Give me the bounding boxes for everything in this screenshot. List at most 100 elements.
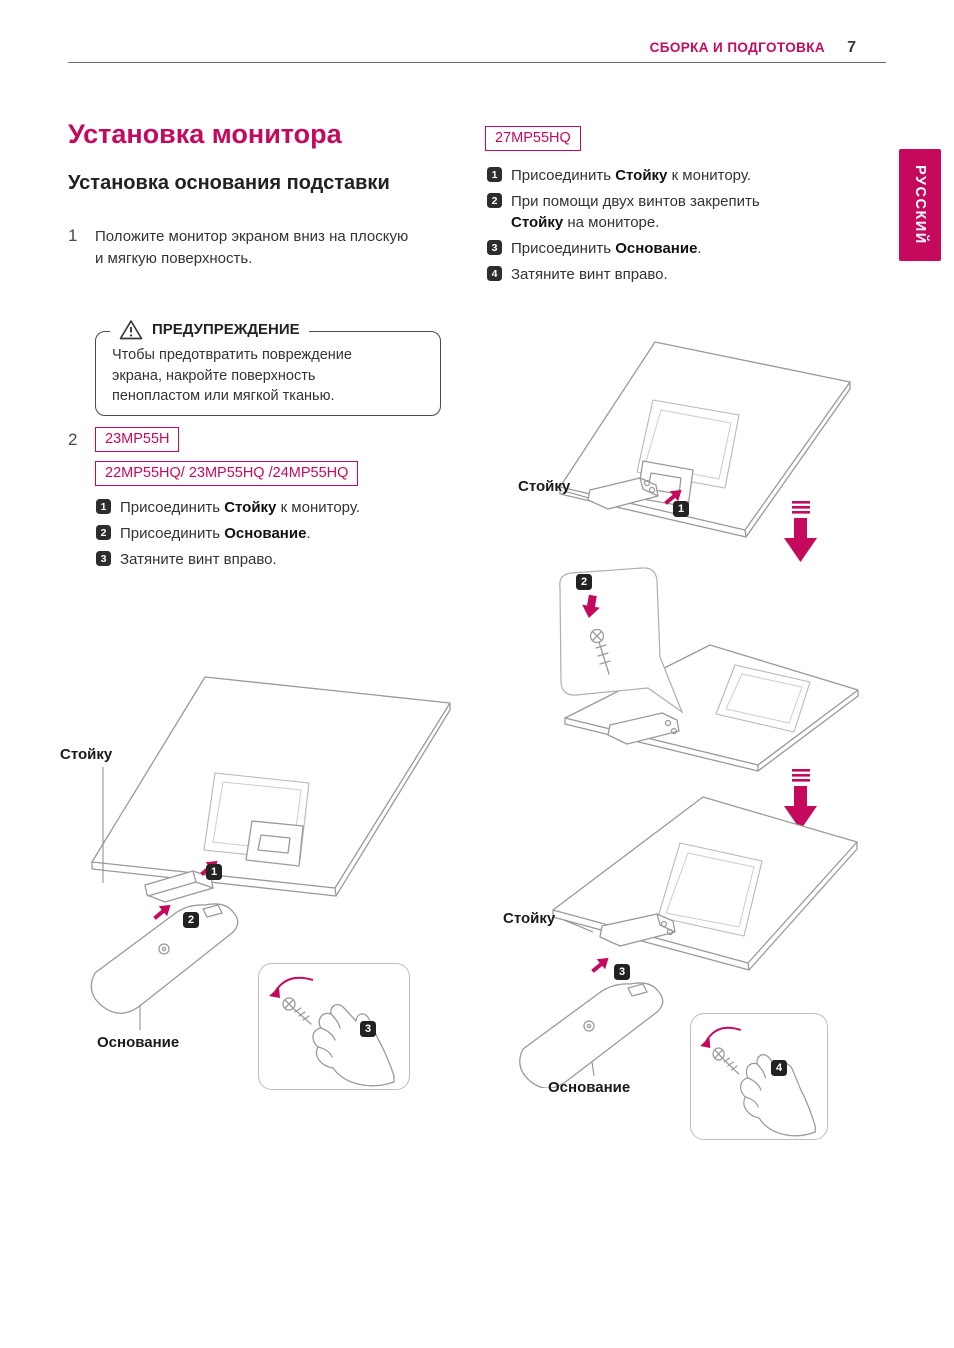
- text-line-2: Стойку на мониторе.: [511, 212, 760, 233]
- figure-step-badge-4: 4: [771, 1060, 787, 1076]
- step-2-number: 2: [68, 430, 78, 449]
- step-badge-3: 3: [96, 551, 111, 566]
- model-badge-27mp55hq: 27MP55HQ: [485, 126, 581, 151]
- step-text: Присоединить Стойку к монитору.: [120, 497, 360, 518]
- step-text: Присоединить Основание.: [120, 523, 311, 544]
- stand-illustration: [144, 870, 214, 903]
- text-segment: Затяните винт вправо.: [511, 266, 668, 283]
- figure-attach-stand-27: [559, 341, 851, 538]
- insert-arrow-icon: [591, 957, 609, 973]
- figure-step-badge-3: 3: [614, 964, 630, 980]
- instruction-step-2: 2 При помощи двух винтов закрепить Стойк…: [487, 191, 760, 233]
- step-badge-1: 1: [487, 167, 502, 182]
- page-header: СБОРКА И ПОДГОТОВКА 7: [68, 39, 856, 57]
- language-tab: РУССКИЙ: [899, 149, 941, 261]
- text-segment: Присоединить: [120, 499, 225, 516]
- model-badge-22mp55hq: 22MP55HQ/ 23MP55HQ /24MP55HQ: [95, 461, 359, 486]
- insert-arrow-icon: [664, 489, 682, 505]
- text-segment-bold: Стойку: [615, 167, 668, 184]
- text-segment-bold: Стойку: [224, 499, 277, 516]
- stand-label: Стойку: [60, 746, 113, 763]
- screw-icon: [282, 997, 312, 1025]
- warning-text: Чтобы предотвратить повреждение экрана, …: [96, 332, 440, 407]
- text-segment-bold: Основание: [224, 525, 307, 542]
- warning-triangle-icon: [119, 320, 143, 340]
- warning-line-1: Чтобы предотвратить повреждение: [112, 347, 352, 363]
- text-segment: к монитору.: [667, 167, 752, 184]
- instruction-list-left: 1 Присоединить Стойку к монитору. 2 Прис…: [96, 497, 360, 570]
- instruction-step-2: 2 Присоединить Основание.: [96, 523, 360, 544]
- stand-leader-line: [563, 490, 590, 499]
- warning-title: ПРЕДУПРЕЖДЕНИЕ: [152, 321, 300, 338]
- figure-screw-stand-27: [559, 567, 859, 772]
- text-segment: Присоединить: [511, 167, 616, 184]
- step-text: Затяните винт вправо.: [511, 264, 668, 285]
- text-segment: на мониторе.: [563, 214, 660, 231]
- warning-legend: ПРЕДУПРЕЖДЕНИЕ: [110, 319, 309, 340]
- step-1-number: 1: [68, 226, 78, 245]
- base-illustration: [90, 903, 239, 1014]
- warning-line-2: экрана, накройте поверхность: [112, 367, 316, 384]
- text-segment: Затяните винт вправо.: [120, 551, 277, 568]
- rotate-arrowhead-icon: [700, 1037, 711, 1048]
- stand-illustration: [587, 477, 659, 510]
- page-title: Установка монитора: [68, 119, 342, 149]
- instruction-step-3: 3 Присоединить Основание.: [487, 238, 760, 259]
- tighten-screw-inset: [258, 963, 410, 1090]
- step-badge-2: 2: [487, 193, 502, 208]
- step-badge-4: 4: [487, 266, 502, 281]
- figure-assembly-left: [90, 676, 451, 1030]
- stand-label: Стойку: [518, 478, 571, 495]
- figure-step-badge-2: 2: [183, 912, 199, 928]
- rotate-arrow-icon: [274, 976, 314, 993]
- next-step-arrow: [784, 769, 817, 830]
- figure-step-badge-1: 1: [673, 501, 689, 517]
- base-label: Основание: [97, 1034, 180, 1051]
- step-text: Присоединить Стойку к монитору.: [511, 165, 751, 186]
- text-segment: Присоединить: [120, 525, 225, 542]
- step-badge-1: 1: [96, 499, 111, 514]
- page-number: 7: [847, 39, 856, 56]
- hand-icon: [312, 1004, 395, 1087]
- figure-step-badge-2: 2: [576, 574, 592, 590]
- hand-tighten-illustration: [700, 1026, 816, 1137]
- text-segment: к монитору.: [276, 499, 361, 516]
- screw-threads-icon: [792, 769, 810, 782]
- step-badge-2: 2: [96, 525, 111, 540]
- step-badge-3: 3: [487, 240, 502, 255]
- screw-threads-icon: [792, 501, 810, 514]
- text-segment-bold: Стойку: [511, 214, 564, 231]
- hand-tighten-illustration: [269, 976, 395, 1087]
- instruction-list-right: 1 Присоединить Стойку к монитору. 2 При …: [487, 165, 760, 285]
- stand-illustration: [607, 712, 680, 745]
- header-divider: [68, 62, 886, 63]
- figure-step-badge-3: 3: [360, 1021, 376, 1037]
- text-segment: .: [306, 525, 311, 542]
- step-1-line-1: Положите монитор экраном вниз на плоскую: [95, 228, 409, 245]
- figure-step-badge-1: 1: [206, 864, 222, 880]
- step-text: Затяните винт вправо.: [120, 549, 277, 570]
- model-badge-23mp55h: 23MP55H: [95, 427, 180, 452]
- screw-icon: [589, 628, 611, 675]
- base-illustration: [519, 982, 664, 1088]
- section-title: СБОРКА И ПОДГОТОВКА: [649, 40, 826, 55]
- rotate-arrowhead-icon: [269, 987, 280, 998]
- step-text: Присоединить Основание.: [511, 238, 702, 259]
- instruction-step-1: 1 Присоединить Стойку к монитору.: [487, 165, 760, 186]
- stand-label: Стойку: [503, 910, 556, 927]
- stand-leader-line: [563, 919, 594, 933]
- down-arrow-icon: [582, 594, 600, 619]
- tighten-screw-inset: [690, 1013, 828, 1140]
- instruction-step-4: 4 Затяните винт вправо.: [487, 264, 760, 285]
- stand-illustration: [599, 913, 676, 947]
- text-segment: .: [697, 240, 702, 257]
- instruction-step-3: 3 Затяните винт вправо.: [96, 549, 360, 570]
- down-arrow-icon: [784, 518, 817, 562]
- down-arrow-icon: [784, 786, 817, 830]
- hand-icon: [740, 1054, 816, 1137]
- text-segment-bold: Основание: [615, 240, 698, 257]
- monitor-back-illustration: [91, 676, 451, 897]
- warning-line-3: пенопластом или мягкой тканью.: [112, 388, 335, 404]
- step-1-text: Положите монитор экраном вниз на плоскую…: [95, 226, 408, 270]
